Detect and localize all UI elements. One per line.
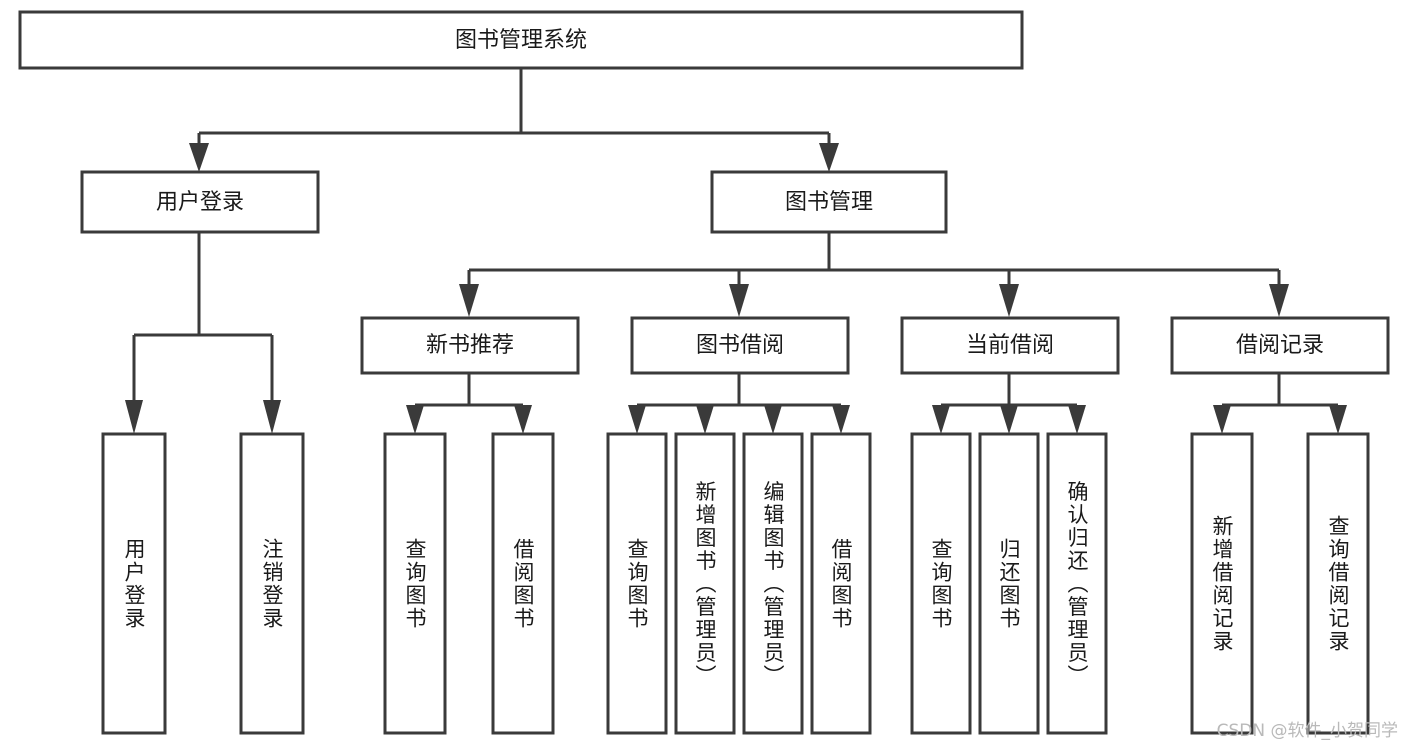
- node-borrow-record[interactable]: 借阅记录: [1170, 316, 1390, 375]
- node-leaf-user-login-label: 用户登录: [122, 538, 146, 630]
- arrow-to-leaf-borrow-book-1-icon: [514, 405, 532, 434]
- node-leaf-query-book-1-label: 查询图书: [403, 538, 427, 630]
- node-leaf-confirm-return[interactable]: 确认归还（管理员）: [1046, 432, 1108, 735]
- node-leaf-user-logout-box[interactable]: [239, 432, 305, 735]
- node-leaf-borrow-book-2-box[interactable]: [810, 432, 872, 735]
- arrow-to-borrow-record-icon: [1269, 284, 1289, 317]
- node-book-management-box[interactable]: [710, 170, 948, 234]
- node-book-management-label: 图书管理: [785, 190, 873, 215]
- node-new-book-recommend-label: 新书推荐: [426, 333, 514, 358]
- node-leaf-edit-book-label: 编辑图书（管理员）: [761, 481, 785, 688]
- node-leaf-query-book-2[interactable]: 查询图书: [606, 432, 668, 735]
- arrow-to-leaf-edit-book-icon: [764, 405, 782, 434]
- node-borrow-record-box[interactable]: [1170, 316, 1390, 375]
- node-new-book-recommend[interactable]: 新书推荐: [360, 316, 580, 375]
- arrow-to-leaf-borrow-book-2-icon: [832, 405, 850, 434]
- arrow-to-leaf-return-book-icon: [1000, 405, 1018, 434]
- arrow-to-leaf-query-book-1-icon: [406, 405, 424, 434]
- node-leaf-edit-book-box[interactable]: [742, 432, 804, 735]
- node-leaf-borrow-book-1-label: 借阅图书: [511, 538, 535, 630]
- arrow-to-leaf-confirm-return-icon: [1068, 405, 1086, 434]
- node-book-borrow[interactable]: 图书借阅: [630, 316, 850, 375]
- node-leaf-return-book[interactable]: 归还图书: [978, 432, 1040, 735]
- node-leaf-edit-book[interactable]: 编辑图书（管理员）: [742, 432, 804, 735]
- node-leaf-add-book[interactable]: 新增图书（管理员）: [674, 432, 736, 735]
- node-leaf-query-record[interactable]: 查询借阅记录: [1306, 432, 1370, 735]
- node-new-book-recommend-box[interactable]: [360, 316, 580, 375]
- arrow-to-leaf-query-book-2-icon: [628, 405, 646, 434]
- arrow-to-userlogin-icon: [189, 143, 209, 172]
- node-root-box[interactable]: [18, 10, 1024, 70]
- node-leaf-user-login-box[interactable]: [101, 432, 167, 735]
- node-borrow-record-label: 借阅记录: [1236, 333, 1324, 358]
- node-current-borrow-label: 当前借阅: [966, 333, 1054, 358]
- arrow-to-leaf-user-login-icon: [125, 400, 143, 434]
- node-root[interactable]: 图书管理系统: [18, 10, 1024, 70]
- arrow-to-leaf-add-record-icon: [1213, 405, 1231, 434]
- node-leaf-return-book-label: 归还图书: [997, 538, 1021, 630]
- node-current-borrow[interactable]: 当前借阅: [900, 316, 1120, 375]
- node-leaf-user-logout[interactable]: 注销登录: [239, 432, 305, 735]
- node-leaf-user-login[interactable]: 用户登录: [101, 432, 167, 735]
- node-user-login[interactable]: 用户登录: [80, 170, 320, 234]
- connector-layer: [125, 68, 1347, 434]
- node-leaf-query-record-label: 查询借阅记录: [1326, 515, 1350, 653]
- node-leaf-query-record-box[interactable]: [1306, 432, 1370, 735]
- node-leaf-query-book-2-label: 查询图书: [625, 538, 649, 630]
- node-leaf-borrow-book-1[interactable]: 借阅图书: [491, 432, 555, 735]
- arrow-to-bookmgmt-icon: [819, 143, 839, 172]
- node-leaf-borrow-book-2-label: 借阅图书: [829, 538, 853, 630]
- node-current-borrow-box[interactable]: [900, 316, 1120, 375]
- node-leaf-query-book-3-label: 查询图书: [929, 538, 953, 630]
- node-user-login-box[interactable]: [80, 170, 320, 234]
- node-user-login-label: 用户登录: [156, 190, 244, 215]
- node-leaf-confirm-return-box[interactable]: [1046, 432, 1108, 735]
- arrow-to-leaf-query-book-3-icon: [932, 405, 950, 434]
- node-root-label: 图书管理系统: [455, 28, 587, 53]
- node-leaf-add-book-label: 新增图书（管理员）: [693, 481, 717, 688]
- arrow-to-book-borrow-icon: [729, 284, 749, 317]
- node-leaf-return-book-box[interactable]: [978, 432, 1040, 735]
- node-leaf-add-book-box[interactable]: [674, 432, 736, 735]
- arrow-to-current-borrow-icon: [999, 284, 1019, 317]
- arrow-to-new-book-recommend-icon: [459, 284, 479, 317]
- arrow-to-leaf-add-book-icon: [696, 405, 714, 434]
- node-leaf-query-book-1[interactable]: 查询图书: [383, 432, 447, 735]
- csdn-watermark: CSDN @软件_小贺同学: [1217, 721, 1398, 741]
- node-book-borrow-label: 图书借阅: [696, 333, 784, 358]
- node-leaf-query-book-3[interactable]: 查询图书: [910, 432, 972, 735]
- arrow-to-leaf-user-logout-icon: [263, 400, 281, 434]
- node-book-borrow-box[interactable]: [630, 316, 850, 375]
- node-leaf-query-book-3-box[interactable]: [910, 432, 972, 735]
- node-leaf-query-book-2-box[interactable]: [606, 432, 668, 735]
- node-leaf-query-book-1-box[interactable]: [383, 432, 447, 735]
- node-leaf-borrow-book-1-box[interactable]: [491, 432, 555, 735]
- node-leaf-add-record[interactable]: 新增借阅记录: [1190, 432, 1254, 735]
- arrow-to-leaf-query-record-icon: [1329, 405, 1347, 434]
- node-leaf-borrow-book-2[interactable]: 借阅图书: [810, 432, 872, 735]
- node-leaf-add-record-box[interactable]: [1190, 432, 1254, 735]
- node-leaf-user-logout-label: 注销登录: [260, 538, 284, 630]
- node-book-management[interactable]: 图书管理: [710, 170, 948, 234]
- node-leaf-add-record-label: 新增借阅记录: [1210, 515, 1234, 653]
- node-leaf-confirm-return-label: 确认归还（管理员）: [1065, 481, 1089, 688]
